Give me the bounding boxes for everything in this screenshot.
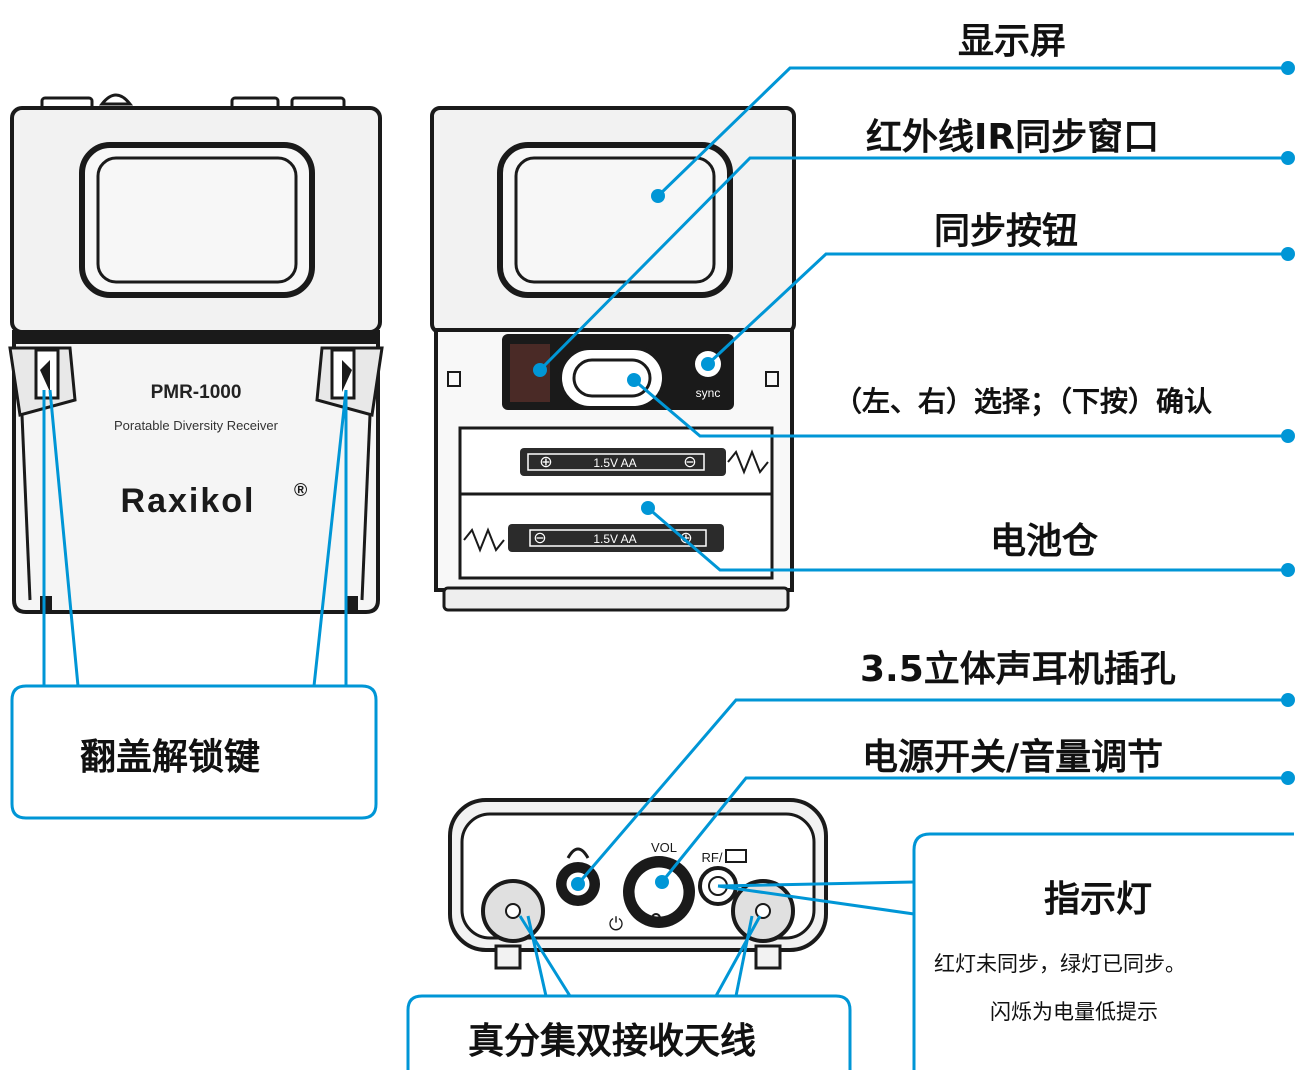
label-display: 显示屏 xyxy=(958,21,1067,62)
label-indicator-desc-1: 红灯未同步，绿灯已同步。 xyxy=(934,952,1186,976)
battery-label-bottom: 1.5V AA xyxy=(593,532,636,546)
callout-lines xyxy=(42,66,1290,998)
label-power-volume: 电源开关/音量调节 xyxy=(862,737,1164,778)
callout-dots xyxy=(533,61,1295,891)
label-indicator-desc-2: 闪烁为电量低提示 xyxy=(990,1000,1158,1024)
front-view-device: PMR-1000 Poratable Diversity Receiver Ra… xyxy=(8,93,384,614)
model-subtitle: Poratable Diversity Receiver xyxy=(114,418,279,433)
rf-label: RF/ xyxy=(702,850,723,865)
svg-text:⊖: ⊖ xyxy=(683,454,696,471)
sync-label: sync xyxy=(696,386,721,400)
label-ir-window: 红外线IR同步窗口 xyxy=(866,117,1160,158)
svg-text:⊖: ⊖ xyxy=(533,530,546,547)
brand-logo: Raxikol xyxy=(121,482,256,520)
svg-text:⏻: ⏻ xyxy=(609,914,623,934)
svg-text:⊕: ⊕ xyxy=(539,454,552,471)
label-sync-button: 同步按钮 xyxy=(934,211,1079,252)
battery-label-top: 1.5V AA xyxy=(593,456,636,470)
registered-mark: ® xyxy=(294,480,307,500)
label-flip-unlock: 翻盖解锁键 xyxy=(80,737,261,778)
label-battery: 电池仓 xyxy=(990,521,1099,562)
top-view-device: ⏻ VOL RF/ xyxy=(448,798,828,970)
label-headphone-jack: 3.5立体声耳机插孔 xyxy=(860,649,1176,690)
label-select-confirm: （左、右）选择；（下按）确认 xyxy=(834,385,1213,418)
callout-boxes xyxy=(10,684,1294,1070)
label-indicator-title: 指示灯 xyxy=(1044,879,1153,920)
label-antenna: 真分集双接收天线 xyxy=(468,1021,757,1062)
model-name: PMR-1000 xyxy=(151,382,242,403)
open-view-device: sync ⊕ ⊖ 1.5V AA ⊖ ⊕ 1.5V AA xyxy=(430,106,796,612)
vol-label: VOL xyxy=(651,840,677,855)
